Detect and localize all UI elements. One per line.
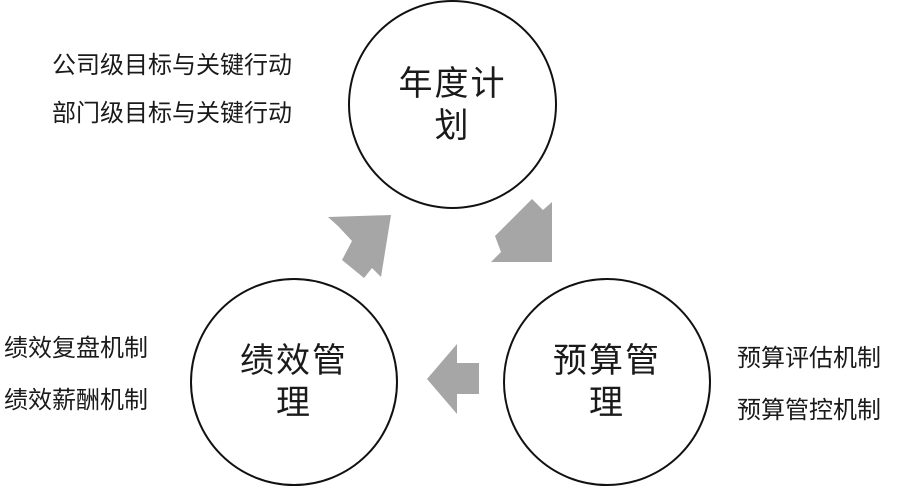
department-level-goals-note: 部门级目标与关键行动 [52,99,292,127]
budget-label-line2: 理 [589,383,625,423]
company-level-goals-note: 公司级目标与关键行动 [52,51,292,79]
budget-management-label: 预算管 理 [542,340,672,424]
annual-plan-label-line2: 划 [434,105,471,146]
budget-management-node: 预算管 理 [503,278,711,486]
performance-management-label: 绩效管 理 [229,340,359,424]
annual-plan-notes: 公司级目标与关键行动 部门级目标与关键行动 [52,50,292,128]
budget-label-line1: 预算管 [553,341,661,381]
budget-evaluation-note: 预算评估机制 [737,344,881,372]
performance-label-line2: 理 [276,383,312,423]
performance-pay-note: 绩效薪酬机制 [4,386,148,414]
performance-label-line1: 绩效管 [240,341,348,381]
performance-notes: 绩效复盘机制 绩效薪酬机制 [4,333,148,415]
annual-plan-label-line1: 年度计 [398,63,507,104]
annual-plan-label: 年度计 划 [388,63,518,147]
annual-plan-node: 年度计 划 [348,0,557,209]
performance-management-node: 绩效管 理 [190,278,398,486]
arrow-performance-to-plan [328,215,391,278]
arrow-budget-to-performance [427,344,479,414]
arrow-plan-to-budget [491,199,552,262]
budget-notes: 预算评估机制 预算管控机制 [737,343,881,425]
performance-review-note: 绩效复盘机制 [4,334,148,362]
budget-control-note: 预算管控机制 [737,396,881,424]
